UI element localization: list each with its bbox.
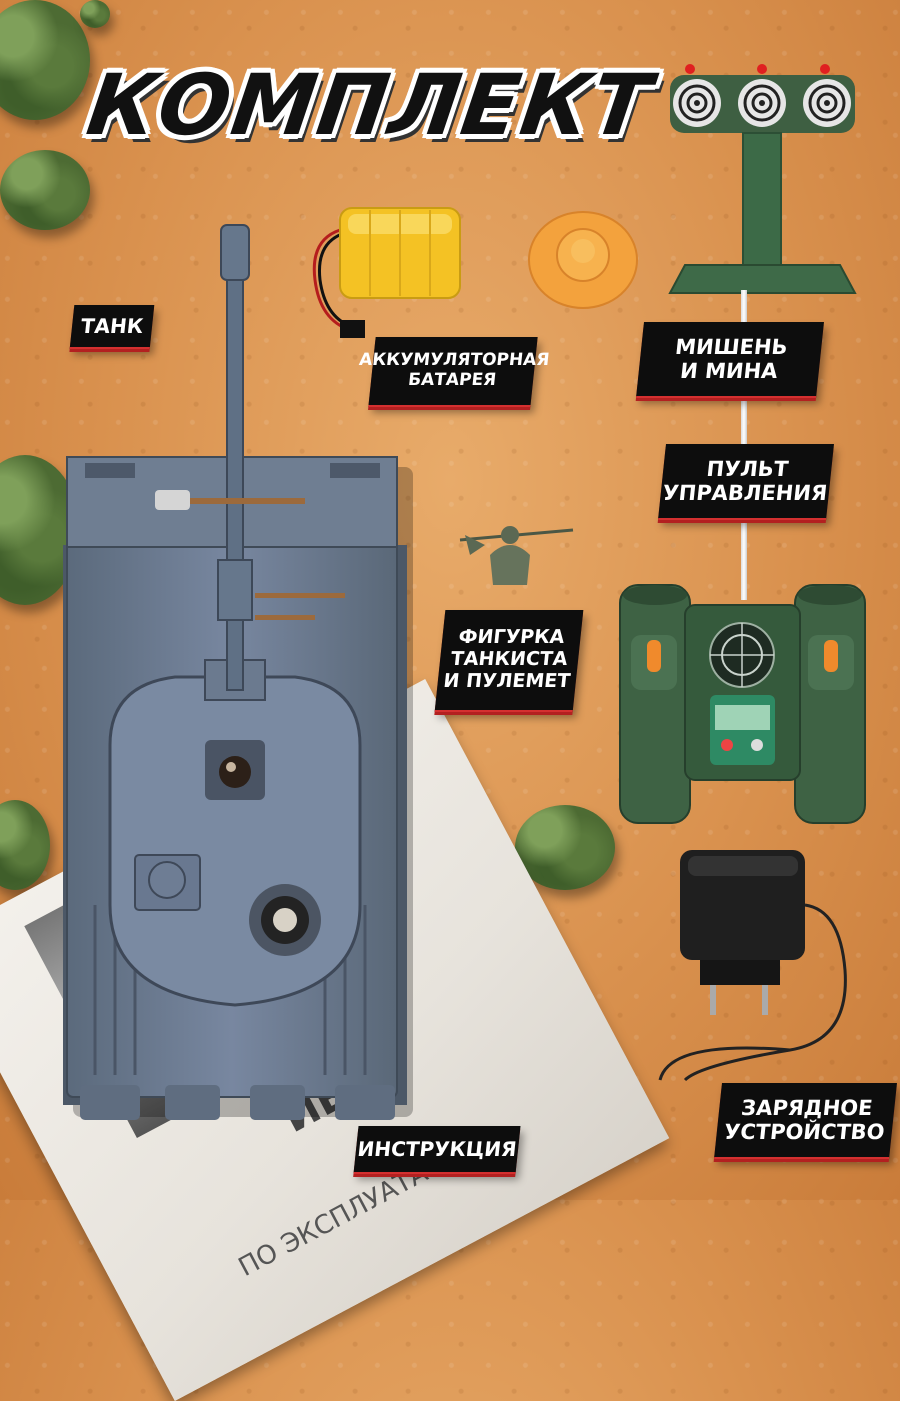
label-target-mine: МИШЕНЬ И МИНА xyxy=(636,322,824,398)
bush-top-left xyxy=(0,0,90,120)
target-rings xyxy=(673,79,851,127)
label-battery: АККУМУЛЯТОРНАЯ БАТАРЕЯ xyxy=(358,337,550,407)
label-remote: ПУЛЬТ УПРАВЛЕНИЯ xyxy=(658,444,834,520)
label-charger: ЗАРЯДНОЕ УСТРОЙСТВО xyxy=(714,1083,897,1159)
bush-left-low xyxy=(0,800,50,890)
page-title: КОМПЛЕКТ xyxy=(81,56,659,154)
bush-center-right xyxy=(515,805,615,890)
target-stand xyxy=(668,64,857,294)
charger xyxy=(658,850,847,1082)
mine xyxy=(528,211,638,309)
remote-control xyxy=(619,584,866,824)
tank-illustration xyxy=(63,224,413,1120)
label-tank: ТАНК xyxy=(69,305,155,349)
battery-pack xyxy=(312,207,461,338)
bush-top-small xyxy=(80,0,110,28)
label-figure: ФИГУРКА ТАНКИСТА И ПУЛЕМЕТ xyxy=(434,610,584,712)
bush-left-upper xyxy=(0,150,90,230)
tankman-figure xyxy=(459,526,574,585)
label-manual: ИНСТРУКЦИЯ xyxy=(353,1126,521,1174)
